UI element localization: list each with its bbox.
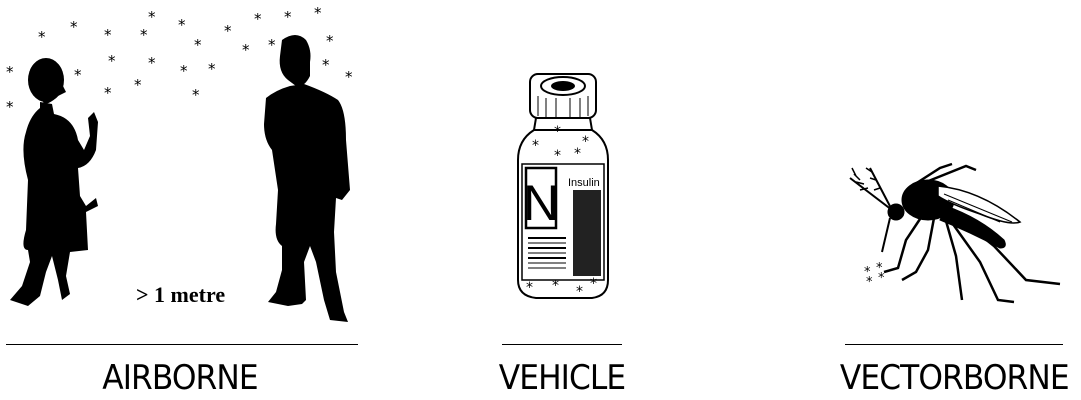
svg-text:*: * <box>6 63 14 81</box>
svg-text:*: * <box>574 146 581 162</box>
svg-text:*: * <box>38 28 46 46</box>
svg-text:*: * <box>526 280 533 296</box>
svg-text:*: * <box>148 54 156 72</box>
svg-text:*: * <box>322 56 330 74</box>
svg-text:*: * <box>284 8 292 26</box>
vehicle-illustration: N Insulin *** ** **** <box>480 0 660 340</box>
vectorborne-panel: **** VECTORBORNE <box>830 0 1081 400</box>
svg-text:*: * <box>582 134 589 150</box>
svg-text:*: * <box>576 284 583 300</box>
vehicle-panel: N Insulin *** ** **** VEHICLE <box>480 0 660 400</box>
svg-text:*: * <box>866 275 873 290</box>
vehicle-caption: VEHICLE <box>487 358 638 398</box>
vectorborne-caption: VECTORBORNE <box>840 358 1068 398</box>
airborne-panel: *** *** *** *** *** *** *** *** ** > 1 m… <box>0 0 360 400</box>
svg-text:*: * <box>345 68 353 86</box>
vial-label: Insulin <box>568 177 600 189</box>
svg-text:*: * <box>314 4 322 22</box>
mosquito-particles-icon: **** <box>864 261 885 290</box>
svg-text:*: * <box>108 52 116 70</box>
svg-text:*: * <box>532 138 539 154</box>
svg-text:*: * <box>878 271 885 286</box>
woman-silhouette-icon <box>10 58 98 306</box>
svg-text:*: * <box>224 22 232 40</box>
svg-text:*: * <box>192 86 200 104</box>
svg-text:*: * <box>148 8 156 26</box>
svg-text:*: * <box>180 62 188 80</box>
svg-text:*: * <box>254 10 262 28</box>
distance-label: > 1 metre <box>136 282 225 308</box>
svg-text:*: * <box>70 18 78 36</box>
svg-text:*: * <box>178 16 186 34</box>
svg-text:*: * <box>140 26 148 44</box>
svg-text:*: * <box>554 148 561 164</box>
vial-letter: N <box>523 175 559 231</box>
svg-text:*: * <box>242 41 250 59</box>
svg-text:*: * <box>208 60 216 78</box>
svg-text:*: * <box>326 32 334 50</box>
insulin-vial-icon: N Insulin <box>518 74 608 298</box>
airborne-caption: AIRBORNE <box>88 358 272 398</box>
svg-text:*: * <box>552 278 559 294</box>
svg-text:*: * <box>268 36 276 54</box>
svg-text:*: * <box>104 84 112 102</box>
svg-text:*: * <box>554 124 561 140</box>
svg-text:*: * <box>6 98 14 116</box>
vehicle-divider <box>502 344 622 345</box>
vectorborne-divider <box>845 344 1063 345</box>
svg-text:*: * <box>104 26 112 44</box>
svg-text:*: * <box>194 36 202 54</box>
svg-text:*: * <box>74 66 82 84</box>
man-silhouette-icon <box>264 35 350 322</box>
svg-text:*: * <box>134 76 142 94</box>
svg-text:*: * <box>590 276 597 292</box>
vectorborne-illustration: **** <box>830 0 1081 340</box>
airborne-divider <box>6 344 358 345</box>
